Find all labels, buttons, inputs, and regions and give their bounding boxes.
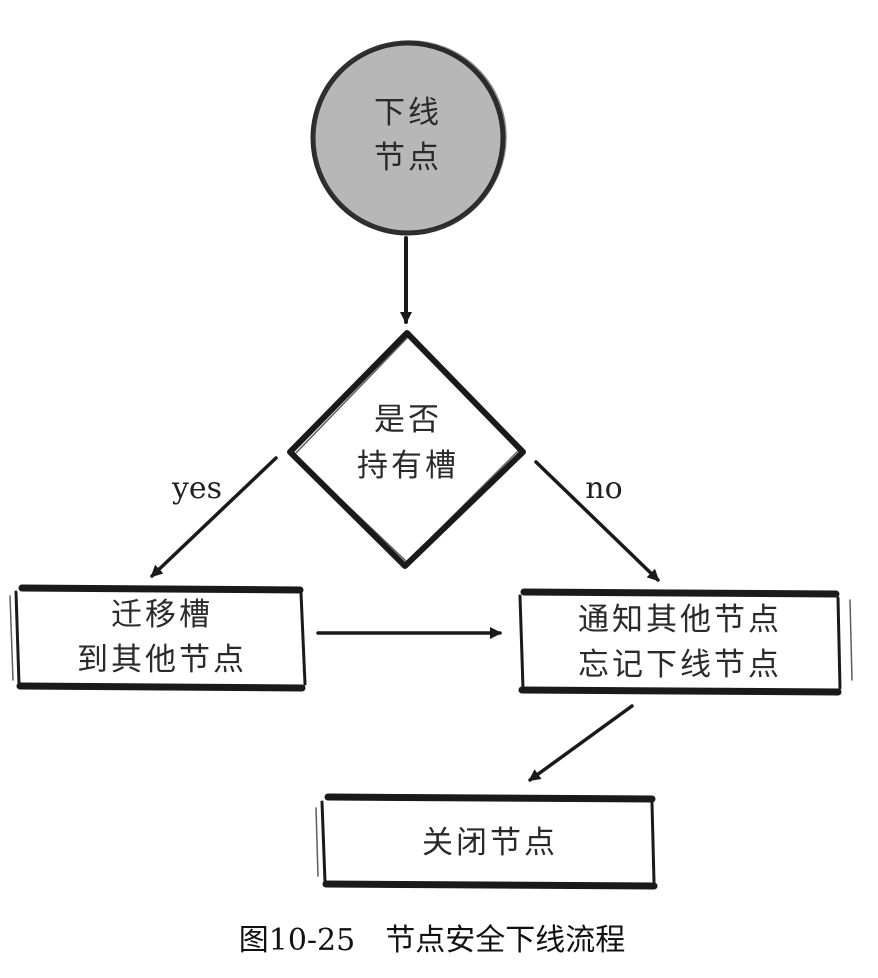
notify-node-line-2: 忘记下线节点 — [578, 647, 782, 683]
arrow-notify-to-close — [528, 704, 634, 782]
no-label: no — [585, 471, 622, 506]
migrate-node-line-2: 到其他节点 — [77, 642, 247, 678]
migrate-node: 迁移槽 到其他节点 — [9, 584, 307, 692]
close-node-label: 关闭节点 — [422, 825, 558, 861]
start-node-line-1: 下线 — [374, 95, 442, 131]
close-node: 关闭节点 — [315, 793, 658, 890]
start-node: 下线 节点 — [310, 40, 507, 236]
start-node-line-2: 节点 — [374, 140, 442, 176]
notify-node-line-1: 通知其他节点 — [578, 602, 782, 638]
arrow-decision-to-notify — [534, 460, 660, 582]
figure-caption: 图10-25 节点安全下线流程 — [239, 923, 625, 958]
decision-node-line-1: 是否 — [374, 402, 442, 438]
notify-node: 通知其他节点 忘记下线节点 — [518, 588, 853, 696]
decision-node-line-2: 持有槽 — [357, 448, 459, 484]
yes-label: yes — [171, 471, 222, 506]
migrate-node-line-1: 迁移槽 — [111, 597, 213, 633]
decision-node: 是否 持有槽 — [287, 330, 526, 569]
arrow-decision-to-migrate — [150, 456, 278, 578]
